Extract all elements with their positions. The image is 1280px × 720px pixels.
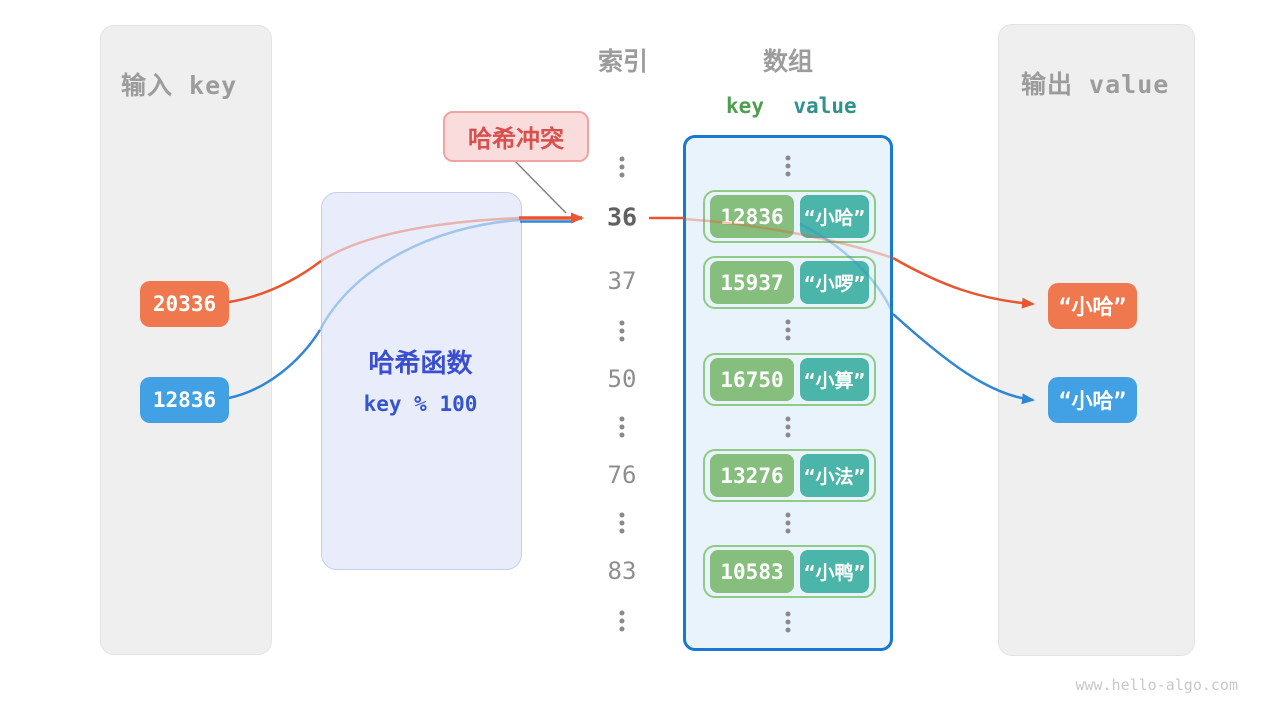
hash-function-box [321,192,522,570]
array-row-83: 10583 “小鸭” [703,545,876,598]
input-panel-title: 输入 key [121,71,238,100]
key-header-label: key [726,94,764,118]
input-key-12836: 12836 [140,377,229,423]
array-column-title: 数组 [762,47,814,76]
ellipsis-icon [619,512,625,534]
hash-collision-label: 哈希冲突 [443,111,589,162]
watermark: www.hello-algo.com [1075,676,1238,694]
output-value-blue: “小哈” [1048,377,1137,423]
array-value-cell: “小啰” [800,261,869,304]
ellipsis-icon [785,319,791,341]
index-column-title: 索引 [597,47,649,76]
hash-function-title: 哈希函数 [368,349,473,379]
output-panel-title: 输出 value [1021,70,1170,99]
output-value-panel: 输出 value [998,24,1195,656]
array-row-36: 12836 “小哈” [703,190,876,243]
array-row-76: 13276 “小法” [703,449,876,502]
array-key-cell: 15937 [710,261,794,304]
hash-function-formula: key % 100 [363,392,478,416]
ellipsis-icon [619,610,625,632]
ellipsis-icon [619,320,625,342]
ellipsis-icon [785,611,791,633]
array-key-cell: 13276 [710,454,794,497]
value-header-label: value [793,94,857,118]
ellipsis-icon [785,416,791,438]
index-83: 83 [607,557,637,585]
ellipsis-icon [785,155,791,177]
index-76: 76 [607,461,637,489]
ellipsis-icon [619,416,625,438]
output-value-orange: “小哈” [1048,283,1137,329]
index-37: 37 [607,267,637,295]
array-row-37: 15937 “小啰” [703,256,876,309]
array-key-cell: 10583 [710,550,794,593]
ellipsis-icon [619,156,625,178]
index-36: 36 [606,202,638,232]
ellipsis-icon [785,512,791,534]
array-value-cell: “小法” [800,454,869,497]
index-50: 50 [607,365,637,393]
array-key-cell: 16750 [710,358,794,401]
array-value-cell: “小鸭” [800,550,869,593]
input-key-panel: 输入 key [100,25,272,655]
input-key-20336: 20336 [140,281,229,327]
array-row-50: 16750 “小算” [703,353,876,406]
array-value-cell: “小哈” [800,195,869,238]
array-value-cell: “小算” [800,358,869,401]
array-key-cell: 12836 [710,195,794,238]
